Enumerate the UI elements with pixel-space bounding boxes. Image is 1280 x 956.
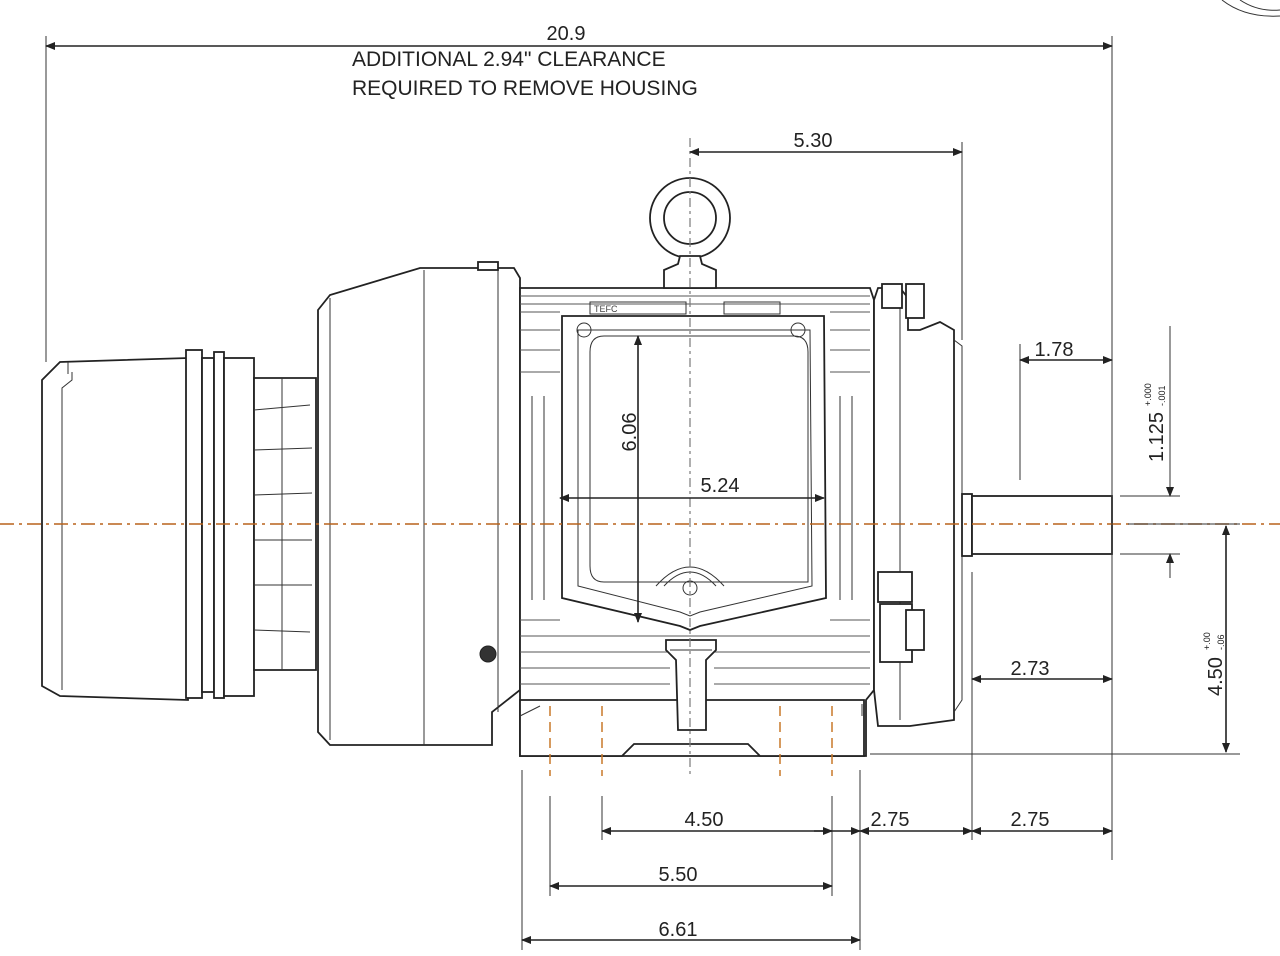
nameplate: [589, 301, 687, 315]
shaft-extension-label: 2.73: [1011, 658, 1050, 680]
foot-to-shoulder-label: 2.75: [871, 809, 910, 831]
dim-shaft-height: 4.50 +.00 -.06: [870, 523, 1240, 755]
shaft-length-label: 1.78: [1035, 339, 1074, 361]
shoulder-to-shaft-end-label: 2.75: [1011, 809, 1050, 831]
foot-hole-short-label: 4.50: [685, 809, 724, 831]
dim-conduit-height: 6.06: [619, 335, 642, 623]
grease-fitting: [479, 645, 497, 663]
foot-length-label: 6.61: [659, 919, 698, 941]
eyebolt-to-face-label: 5.30: [794, 130, 833, 152]
foot-hole-centerlines: [549, 706, 833, 776]
dim-shaft-extension: 2.73: [971, 572, 1113, 840]
foot-hole-long-label: 5.50: [659, 864, 698, 886]
conduit-height-label: 6.06: [619, 413, 641, 452]
dim-shaft-diameter: 1.125 +.000 -.001: [1120, 326, 1180, 578]
corner-fragment: [1221, 0, 1280, 17]
dim-shaft-length: 1.78: [1019, 339, 1113, 480]
shaft-height-label: 4.50: [1205, 657, 1227, 696]
shaft-diameter-tol-lower: -.001: [1157, 385, 1167, 406]
motor-frame: TEFC: [519, 177, 875, 757]
dim-foot-hole-short: 4.50: [601, 809, 833, 835]
dim-foot-hole-long: 5.50: [549, 864, 833, 890]
dim-overall-length: 20.9: [45, 23, 1113, 860]
dim-conduit-width: 5.24: [559, 475, 825, 502]
shaft: [961, 493, 1113, 557]
front-bracket: [873, 283, 963, 727]
shaft-diameter-label: 1.125: [1146, 412, 1168, 462]
dim-eyebolt-to-face: 5.30: [689, 130, 963, 340]
dim-shoulder-to-shaft-end: 2.75: [971, 809, 1113, 835]
brake-housing: [41, 349, 317, 701]
shaft-height-tol-lower: -.06: [1216, 634, 1226, 650]
clearance-note-line2: REQUIRED TO REMOVE HOUSING: [352, 77, 698, 100]
end-bracket: [317, 261, 521, 746]
logo-plate: [723, 301, 781, 315]
shaft-diameter-tol-upper: +.000: [1143, 383, 1153, 406]
dim-foot-to-shoulder: 2.75: [814, 809, 973, 835]
dim-foot-length: 6.61: [521, 919, 861, 944]
conduit-width-label: 5.24: [701, 475, 740, 497]
overall-length-label: 20.9: [547, 23, 586, 45]
clearance-note-line1: ADDITIONAL 2.94" CLEARANCE: [352, 48, 666, 71]
shaft-height-tol-upper: +.00: [1202, 632, 1212, 650]
nameplate-text: TEFC: [594, 304, 618, 314]
